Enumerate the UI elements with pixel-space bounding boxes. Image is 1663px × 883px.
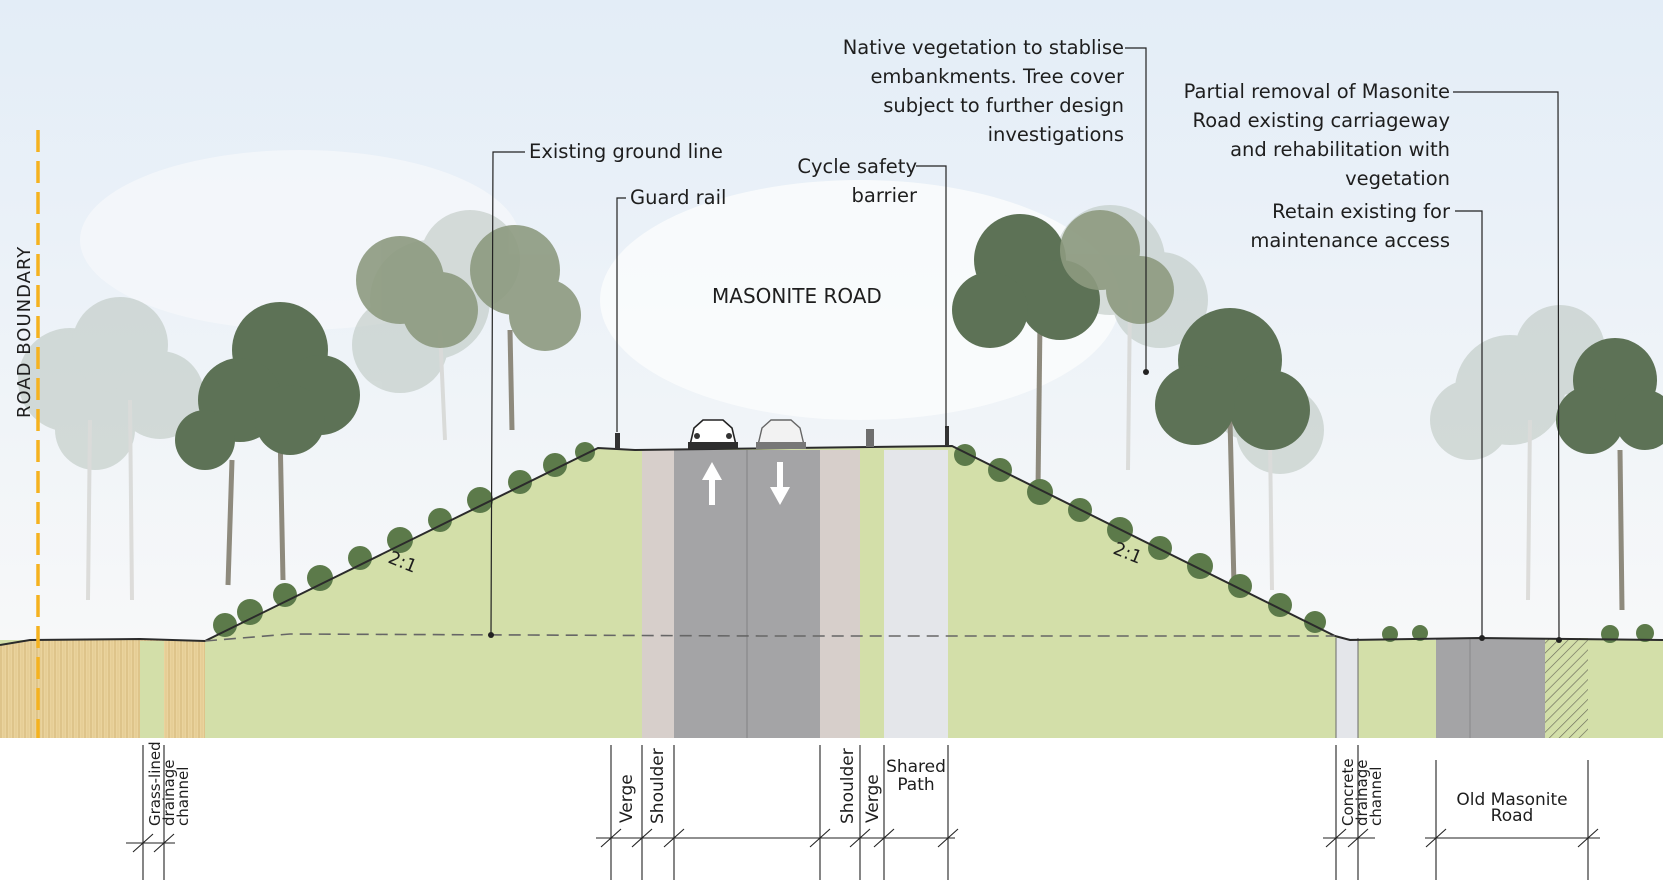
grass-channel-fill	[140, 641, 164, 738]
shared-path-line-1: Shared	[886, 757, 946, 777]
guard-rail-label: Guard rail	[630, 186, 727, 209]
old-road-line-2: Road	[1490, 806, 1534, 826]
shared-path-strip	[884, 450, 948, 738]
embankment-shrubs	[213, 442, 1654, 643]
existing-ground-line-label: Existing ground line	[529, 140, 723, 163]
verge-left-strip	[611, 450, 642, 738]
road-title: MASONITE ROAD	[712, 284, 882, 308]
verge-right-strip	[860, 450, 884, 738]
car-rear-view	[756, 419, 806, 449]
grass-channel-label: Grass-lined drainage channel	[146, 741, 192, 826]
concrete-channel-label: Concrete drainage channel	[1339, 758, 1385, 826]
shoulder-left-strip	[642, 450, 674, 738]
retain-existing-line-1: Retain existing for	[1272, 200, 1450, 223]
partial-removal-label: Partial removal of Masonite Road existin…	[1184, 77, 1450, 193]
partial-removal-line-2: Road existing carriageway	[1192, 109, 1450, 132]
rehabilitation-hatch	[1545, 638, 1588, 738]
kerb-post	[866, 429, 874, 447]
partial-removal-line-3: and rehabilitation with	[1230, 138, 1450, 161]
road-boundary-label: ROAD BOUNDARY	[14, 245, 35, 418]
verge-left-label: Verge	[617, 774, 637, 823]
shared-path-line-2: Path	[897, 775, 935, 795]
cycle-barrier-line-2: barrier	[851, 184, 917, 207]
shared-path-label: Shared Path	[884, 758, 948, 794]
earth-fill-left	[0, 639, 205, 738]
existing-ground-line	[204, 633, 1335, 642]
cycle-barrier-line-1: Cycle safety	[797, 155, 917, 178]
dimension-lines	[126, 745, 1600, 880]
native-vegetation-line-2: embankments. Tree cover	[870, 65, 1124, 88]
retain-existing-label: Retain existing for maintenance access	[1250, 197, 1450, 255]
shoulder-right-label: Shoulder	[838, 748, 858, 824]
old-road-line-1: Old Masonite	[1456, 790, 1568, 810]
section-outline	[0, 444, 1663, 646]
old-road-label: Old Masonite Road	[1436, 790, 1588, 826]
verge-right-label: Verge	[863, 774, 883, 823]
native-vegetation-line-3: subject to further design	[883, 94, 1124, 117]
lane-arrows	[702, 462, 790, 505]
foreground-trees	[175, 210, 1663, 611]
native-vegetation-line-4: investigations	[987, 123, 1124, 146]
native-vegetation-label: Native vegetation to stablise embankment…	[843, 33, 1124, 149]
shoulder-right-strip	[820, 450, 860, 738]
partial-removal-line-4: vegetation	[1345, 167, 1450, 190]
leader-lines	[490, 47, 1560, 641]
partial-removal-line-1: Partial removal of Masonite	[1183, 80, 1450, 103]
retain-existing-line-2: maintenance access	[1250, 229, 1450, 252]
old-road-fill	[1436, 638, 1545, 738]
native-vegetation-line-1: Native vegetation to stablise	[842, 36, 1124, 59]
cycle-barrier-post	[945, 426, 949, 446]
guard-rail-post	[615, 433, 620, 449]
car-front-view	[688, 419, 738, 449]
cycle-barrier-label: Cycle safety barrier	[797, 152, 917, 210]
concrete-channel-fill	[1336, 638, 1358, 738]
shoulder-left-label: Shoulder	[648, 748, 668, 824]
